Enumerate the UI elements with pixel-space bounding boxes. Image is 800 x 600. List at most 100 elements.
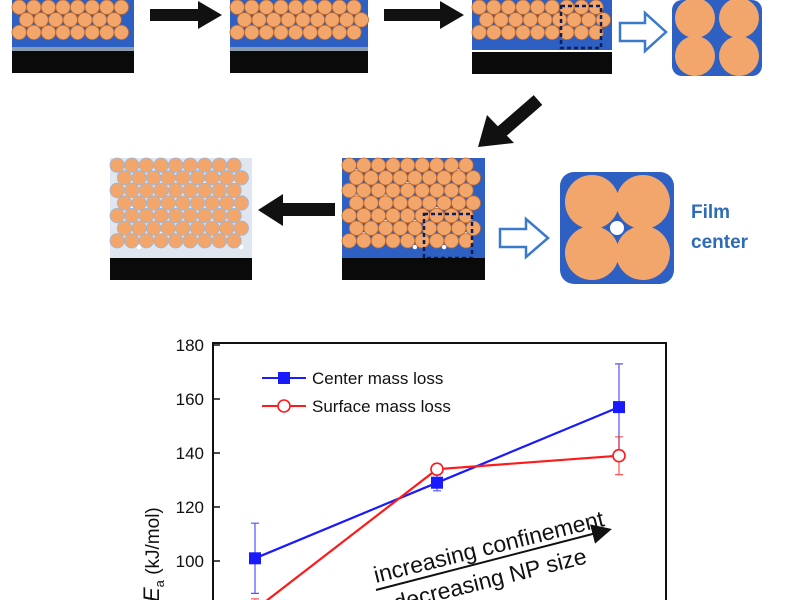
nanoparticle [385, 182, 401, 198]
nanoparticle [378, 195, 394, 211]
nanoparticle [40, 0, 56, 15]
nanoparticle [414, 233, 430, 249]
nanoparticle [273, 24, 289, 41]
nanoparticle [339, 12, 355, 28]
nanoparticle [106, 12, 122, 28]
series-group [249, 363, 626, 600]
nanoparticle [573, 24, 590, 41]
nanoparticle [233, 195, 249, 211]
nanoparticle [233, 170, 249, 186]
nanoparticle [204, 220, 220, 236]
nanoparticle [84, 0, 100, 15]
nanoparticle [11, 0, 27, 15]
nanoparticle [443, 233, 459, 249]
nanoparticle [508, 12, 524, 28]
nanoparticle [168, 182, 184, 198]
nanoparticle [168, 233, 184, 249]
nanoparticle [109, 157, 125, 173]
film-panel-3 [471, 0, 612, 74]
nanoparticle [399, 233, 416, 249]
nanoparticle [348, 195, 365, 211]
data-point [613, 401, 625, 414]
nanoparticle [451, 195, 467, 211]
pore [412, 244, 418, 250]
zoom-label-film: Film [691, 202, 730, 223]
nanoparticle [160, 220, 176, 236]
nanoparticle [182, 233, 198, 249]
nanoparticle [175, 170, 191, 186]
nanoparticle [544, 0, 560, 15]
nanoparticle [378, 170, 394, 186]
nanoparticle [385, 157, 401, 173]
nanoparticle [392, 195, 408, 211]
nanoparticle [244, 24, 260, 41]
y-axis-title-main: E [139, 587, 164, 600]
nanoparticle [451, 220, 467, 236]
nanoparticle [33, 12, 49, 28]
nanoparticle [458, 157, 474, 173]
nanoparticle [226, 208, 242, 224]
nanoparticle [341, 182, 357, 198]
nanoparticle [244, 0, 260, 15]
hollow-arrow-1 [618, 10, 668, 54]
nanoparticle [229, 24, 245, 41]
nanoparticle [421, 170, 438, 186]
nanoparticle [287, 24, 304, 41]
zoom-label-center: center [691, 232, 749, 253]
nanoparticle [356, 182, 372, 198]
nanoparticle [55, 0, 71, 15]
nanoparticle [346, 24, 362, 41]
nanoparticle [62, 12, 78, 28]
nanoparticle [348, 170, 365, 186]
nanoparticle [385, 208, 401, 224]
legend: Center mass loss Surface mass loss [262, 369, 451, 416]
nanoparticle [168, 157, 184, 173]
nanoparticle [407, 195, 423, 211]
nanoparticle [500, 24, 516, 41]
pore [136, 244, 142, 250]
nanoparticle [11, 24, 27, 41]
nanoparticle [436, 195, 452, 211]
pore [441, 244, 447, 250]
nanoparticle [370, 208, 386, 224]
nanoparticle [515, 24, 531, 41]
nanoparticle [566, 12, 582, 28]
nanoparticle [204, 170, 220, 186]
nanoparticle [414, 157, 430, 173]
nanoparticle [414, 182, 430, 198]
nanoparticle [204, 195, 220, 211]
nanoparticle [197, 208, 213, 224]
nanoparticle [515, 0, 531, 15]
nanoparticle [317, 24, 333, 41]
nanoparticle [226, 233, 242, 249]
nanoparticle [77, 12, 93, 28]
nanoparticle [131, 220, 147, 236]
nanoparticle [131, 170, 147, 186]
nanoparticle [70, 0, 86, 15]
legend-label-center: Center mass loss [312, 369, 443, 388]
nanoparticle [168, 208, 184, 224]
legend-entry-surface: Surface mass loss [262, 397, 451, 416]
nanoparticle [581, 12, 597, 28]
nanoparticle [392, 220, 408, 236]
nanoparticle [356, 233, 372, 249]
nanoparticle [465, 220, 481, 236]
arrow-1 [150, 1, 222, 29]
nanoparticle [138, 182, 154, 198]
nanoparticle [175, 195, 191, 211]
nanoparticle [153, 182, 169, 198]
nanoparticle [363, 220, 379, 236]
nanoparticle [219, 220, 235, 236]
nanoparticle [116, 195, 133, 211]
y-tick-label: 140 [176, 444, 204, 463]
annotation-arrow [375, 524, 612, 591]
nanoparticle [288, 0, 304, 15]
film-panel-2 [229, 0, 369, 73]
nanoparticle [486, 24, 502, 41]
nanoparticle [211, 157, 227, 173]
nanoparticle [486, 0, 502, 15]
data-point [431, 476, 443, 489]
nanoparticle [109, 208, 125, 224]
nanoparticle [189, 170, 206, 186]
nanoparticle [99, 24, 115, 41]
